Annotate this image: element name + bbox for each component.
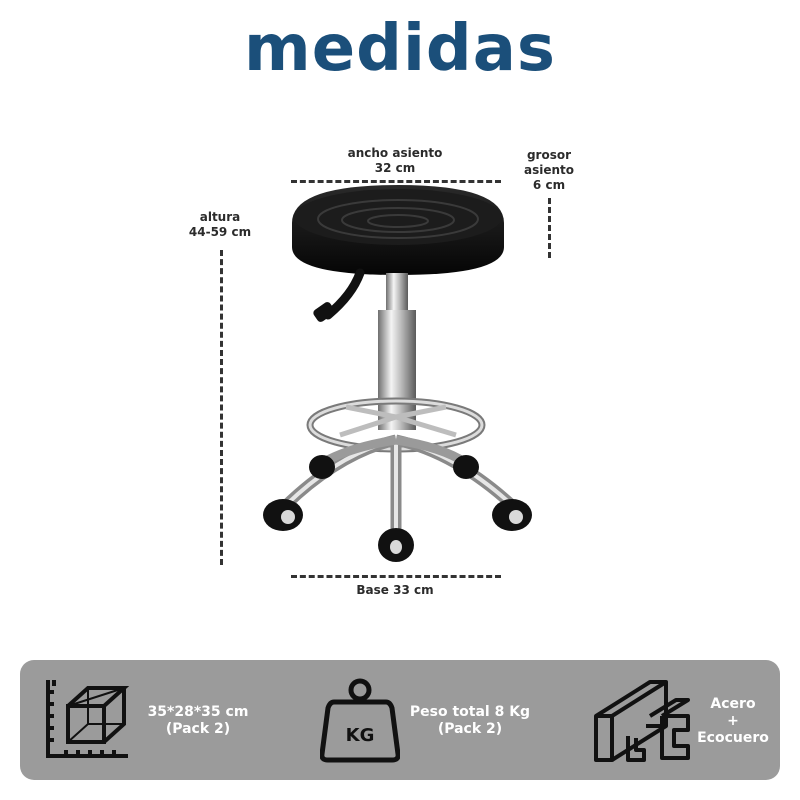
weight-icon-text: KG [346, 725, 375, 746]
box-dimensions-icon [46, 680, 130, 758]
height-label-text: altura [199, 210, 241, 224]
info-bar: 35*28*35 cm (Pack 2) KG Peso total 8 Kg … [20, 660, 780, 780]
weight-info-line1: Peso total 8 Kg [409, 704, 531, 720]
material-info-line1: Acero [710, 696, 756, 712]
height-label: altura 44-59 cm [180, 210, 260, 240]
seat-width-dashed-line [291, 180, 501, 183]
size-info-line1: 35*28*35 cm [147, 704, 249, 720]
steel-beam-icon [594, 680, 690, 762]
seat-thickness-label-line1: grosor [526, 148, 572, 162]
seat-thickness-label-line2: asiento [523, 163, 574, 177]
height-value: 44-59 cm [188, 225, 252, 239]
seat-thickness-dashed-line [548, 198, 551, 258]
size-info: 35*28*35 cm (Pack 2) [138, 704, 258, 738]
stool-illustration [263, 185, 532, 562]
page-title: medidas [244, 12, 556, 86]
size-info-line2: (Pack 2) [165, 721, 231, 737]
seat-width-value: 32 cm [374, 161, 416, 175]
weight-kg-icon: KG [320, 678, 400, 763]
seat-width-label-text: ancho asiento [347, 146, 443, 160]
weight-info-line2: (Pack 2) [437, 721, 503, 737]
base-dashed-line [291, 575, 501, 578]
base-label: Base 33 cm [356, 583, 434, 597]
material-info-line3: Ecocuero [697, 730, 769, 746]
height-dashed-line [220, 250, 223, 565]
material-info-line2: + [727, 713, 739, 729]
material-info: Acero + Ecocuero [688, 696, 778, 747]
seat-thickness-label: grosor asiento 6 cm [514, 148, 584, 193]
seat-thickness-value: 6 cm [532, 178, 566, 192]
seat-width-label: ancho asiento 32 cm [330, 146, 460, 176]
weight-info: Peso total 8 Kg (Pack 2) [402, 704, 538, 738]
